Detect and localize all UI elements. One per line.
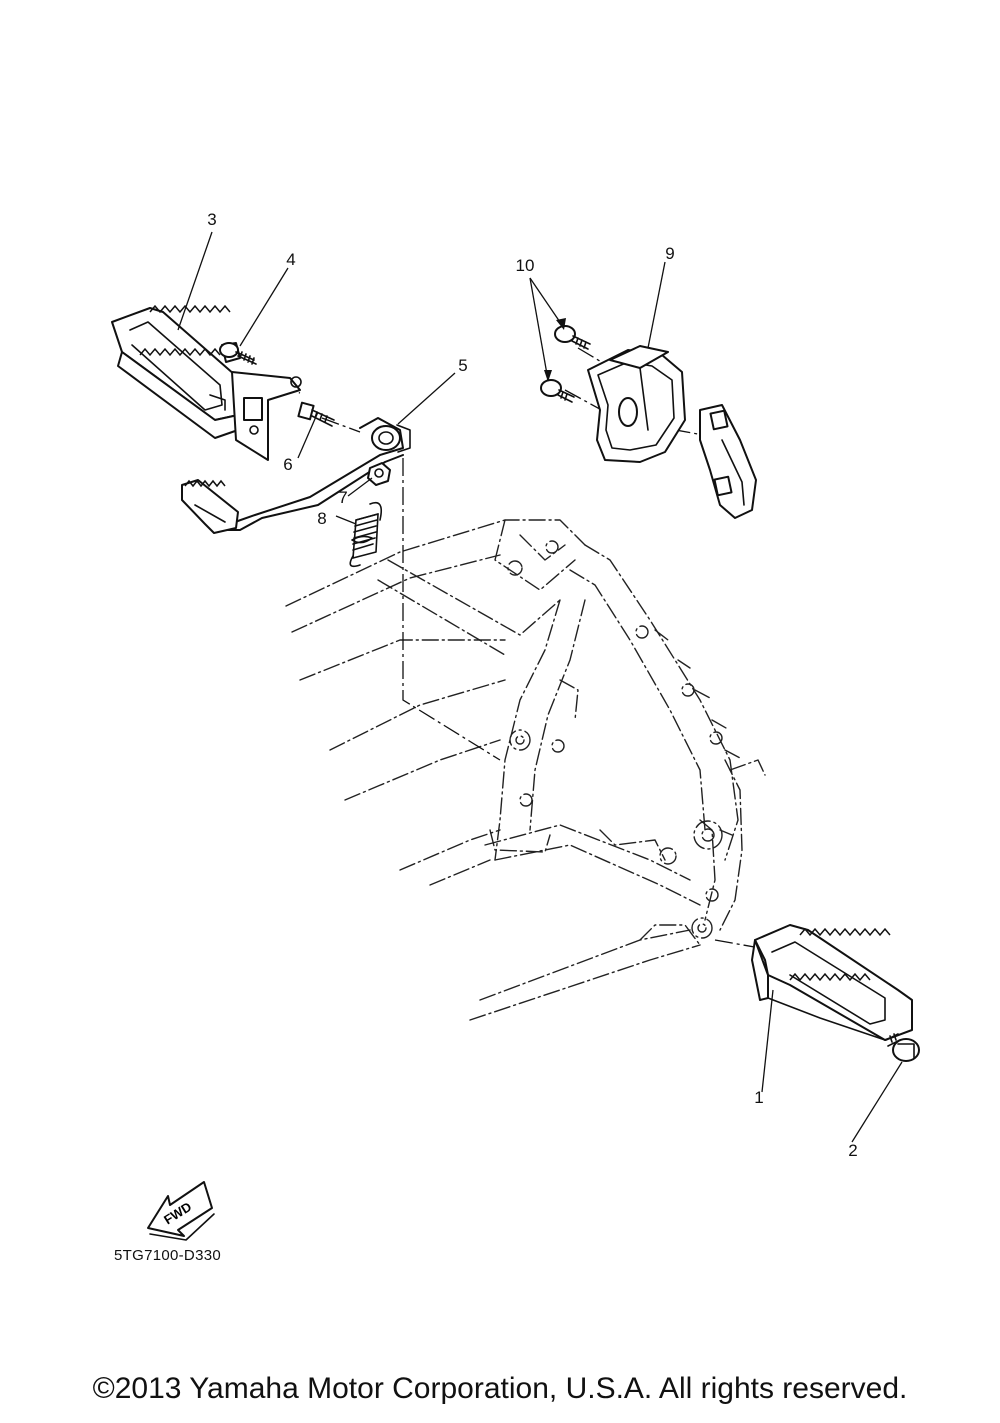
callout-numbers: 3 4 5 6 7 8 10 9 1 2 — [207, 210, 857, 1160]
bolt-2 — [885, 1033, 920, 1062]
callout-3: 3 — [207, 210, 216, 229]
callout-8: 8 — [317, 509, 326, 528]
callout-9: 9 — [665, 244, 674, 263]
left-footrest — [111, 304, 302, 461]
forward-arrow-icon: FWD — [147, 1181, 215, 1241]
callout-6: 6 — [283, 455, 292, 474]
diagram-code: 5TG7100-D330 — [114, 1247, 221, 1264]
callout-4: 4 — [286, 250, 295, 269]
callout-2: 2 — [848, 1141, 857, 1160]
callout-7: 7 — [338, 488, 347, 507]
bolt-4 — [219, 342, 257, 365]
spring-8 — [349, 501, 383, 568]
leader-lines — [177, 231, 903, 1143]
nut-7 — [367, 462, 391, 486]
callout-5: 5 — [458, 356, 467, 375]
copyright-notice: ©2013 Yamaha Motor Corporation, U.S.A. A… — [92, 1372, 908, 1405]
bracket-9 — [587, 345, 757, 519]
right-footrest — [751, 924, 913, 1041]
bolts-10 — [540, 325, 591, 403]
callout-1: 1 — [754, 1088, 763, 1107]
callout-10: 10 — [516, 256, 535, 275]
bolt-6 — [297, 401, 335, 427]
brake-pedal — [181, 417, 411, 534]
frame-outline — [285, 519, 766, 1021]
